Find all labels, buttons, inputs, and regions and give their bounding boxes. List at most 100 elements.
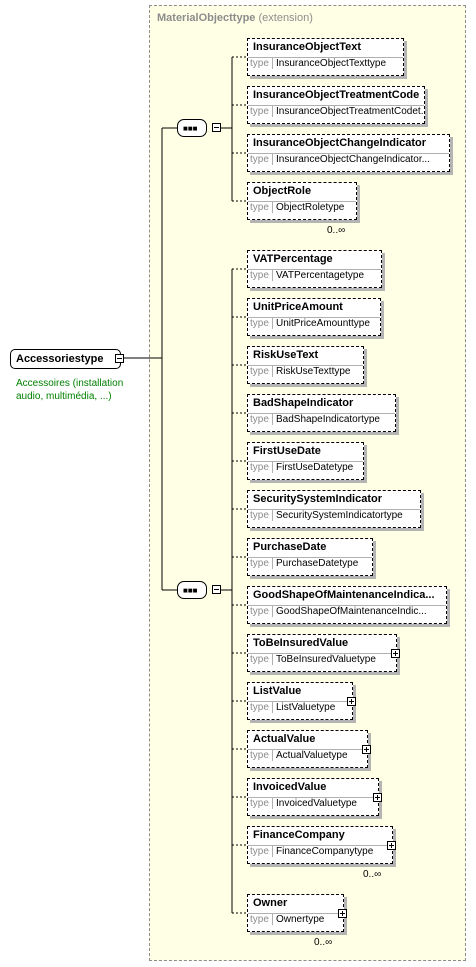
collapse-icon[interactable] (115, 354, 124, 363)
type-keyword: type (248, 58, 273, 69)
type-keyword: type (248, 270, 273, 281)
element-type: ObjectRoletype (276, 202, 345, 213)
root-documentation: Accessoires (installation audio, multimé… (16, 378, 124, 402)
element-type: ListValuetype (276, 702, 336, 713)
element-name: InsuranceObjectText (253, 41, 361, 53)
type-keyword: type (248, 702, 273, 713)
element-type: Ownertype (276, 914, 325, 925)
extension-type-name: MaterialObjecttype (157, 12, 256, 24)
type-keyword: type (248, 558, 273, 569)
element-name: RiskUseText (253, 349, 319, 361)
expand-icon[interactable] (347, 697, 356, 706)
type-keyword: type (248, 846, 273, 857)
element-name: PurchaseDate (253, 541, 327, 553)
type-keyword: type (248, 914, 273, 925)
element-type: SecuritySystemIndicatortype (276, 510, 403, 521)
type-keyword: type (248, 798, 273, 809)
type-keyword: type (248, 654, 273, 665)
element-name: FinanceCompany (253, 829, 345, 841)
element-type: InvoicedValuetype (276, 798, 357, 809)
element-name: SecuritySystemIndicator (253, 493, 382, 505)
sequence-1-collapse-icon[interactable] (212, 123, 221, 132)
element-type: FinanceCompanytype (276, 846, 374, 857)
cardinality-label: 0..∞ (327, 225, 346, 236)
expand-icon[interactable] (338, 909, 347, 918)
expand-icon[interactable] (362, 745, 371, 754)
type-keyword: type (248, 202, 273, 213)
type-keyword: type (248, 318, 273, 329)
cardinality-label: 0..∞ (314, 937, 333, 948)
type-keyword: type (248, 106, 273, 117)
sequence-compositor-1[interactable]: ■■■ (177, 119, 207, 137)
element-name: InsuranceObjectChangeIndicator (253, 137, 426, 149)
element-name: ToBeInsuredValue (253, 637, 349, 649)
element-type: InsuranceObjectTexttype (276, 58, 387, 69)
sequence-2-collapse-icon[interactable] (212, 585, 221, 594)
type-keyword: type (248, 462, 273, 473)
element-name: VATPercentage (253, 253, 333, 265)
element-type: PurchaseDatetype (276, 558, 359, 569)
type-keyword: type (248, 414, 273, 425)
expand-icon[interactable] (373, 793, 382, 802)
extension-title: MaterialObjecttype (extension) (157, 12, 313, 24)
element-type: ToBeInsuredValuetype (276, 654, 376, 665)
element-name: ObjectRole (253, 185, 312, 197)
cardinality-label: 0..∞ (363, 869, 382, 880)
element-name: FirstUseDate (253, 445, 321, 457)
element-name: InsuranceObjectTreatmentCode (253, 89, 420, 101)
element-type: RiskUseTexttype (276, 366, 351, 377)
element-type: BadShapeIndicatortype (276, 414, 380, 425)
element-type: ActualValuetype (276, 750, 348, 761)
expand-icon[interactable] (391, 649, 400, 658)
element-name: UnitPriceAmount (253, 301, 343, 313)
element-name: InvoicedValue (253, 781, 327, 793)
element-type: VATPercentagetype (276, 270, 365, 281)
root-complex-type[interactable]: Accessoriestype (10, 349, 124, 369)
sequence-dots-icon: ■■■ (183, 586, 198, 595)
sequence-compositor-2[interactable]: ■■■ (177, 581, 207, 599)
expand-icon[interactable] (387, 841, 396, 850)
root-type-name: Accessoriestype (16, 353, 104, 365)
element-name: ActualValue (253, 733, 316, 745)
type-keyword: type (248, 366, 273, 377)
type-keyword: type (248, 606, 273, 617)
extension-suffix: (extension) (258, 12, 313, 24)
element-type: InsuranceObjectTreatmentCodet... (276, 106, 424, 117)
element-name: GoodShapeOfMaintenanceIndica... (253, 589, 435, 601)
element-type: FirstUseDatetype (276, 462, 354, 473)
